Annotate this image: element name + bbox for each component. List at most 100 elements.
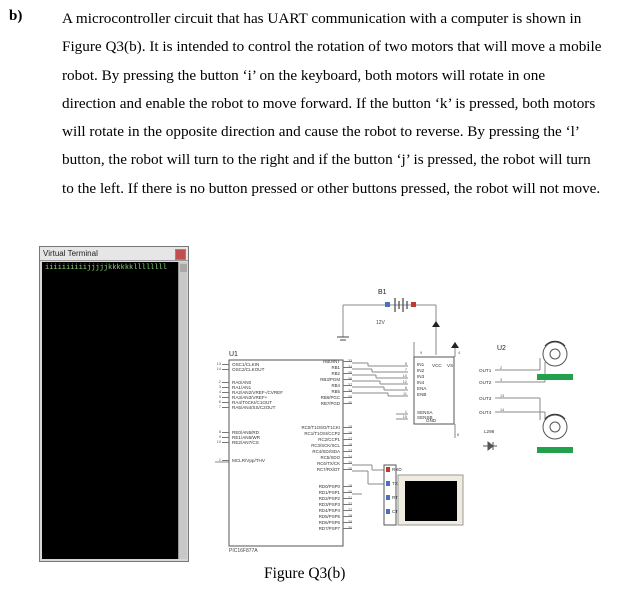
u1-pin-label: RB4: [331, 383, 340, 388]
u1-pin-label: RD3/PSP3: [319, 502, 341, 507]
driver-pin-label: SENSB: [417, 415, 433, 420]
uart-rts-label: RTS: [392, 495, 401, 500]
diode-icon: [483, 440, 497, 452]
driver-output-label: OUT1: [479, 368, 492, 373]
driver-output-number: 14: [500, 408, 504, 412]
u1-pin-label: RD5/PSP5: [319, 514, 341, 519]
u1-pin-number: 13: [217, 362, 221, 366]
u1-pin-label: RB2: [331, 371, 340, 376]
terminal-scrollbar[interactable]: [178, 262, 187, 559]
u1-pin-label: RA3/AN3/VREF+: [232, 395, 268, 400]
u1-pin-label: RD4/PSP4: [319, 508, 341, 513]
u1-pin-label: RC2/CCP1: [318, 437, 340, 442]
u1-pin-number: 2: [219, 380, 221, 384]
u1-pin-label: RC7/RX/DT: [317, 467, 340, 472]
u1-pin-label: RD1/PSP1: [319, 490, 341, 495]
u1-pin-label: RA5/AN4/SS/C2OUT: [232, 405, 276, 410]
u1-pin-number: 14: [217, 367, 221, 371]
question-line: direction and enable the robot to move f…: [62, 94, 596, 112]
question-line: button, the robot will turn to the right…: [62, 151, 591, 169]
uart-rxd-label: RXD: [392, 467, 402, 472]
motor-icon: [537, 340, 573, 380]
driver-output-label: OUT2: [479, 380, 492, 385]
power-arrow-icon: [451, 342, 459, 348]
driver-pin-number: 5: [405, 362, 407, 366]
u1-pin-label: RE0/AN5/RD: [232, 430, 260, 435]
uart-txd-label: TXD: [392, 481, 402, 486]
u1-pin-label: RD7/PSP7: [319, 526, 341, 531]
driver-vs-label: VS: [447, 363, 453, 368]
u1-pin-label: OSC2/CLKOUT: [232, 367, 265, 372]
driver-vcc-label: VCC: [432, 363, 442, 368]
u1-pin-label: RB5: [331, 389, 340, 394]
ground-icon: [337, 336, 349, 341]
virtual-terminal-window[interactable]: Virtual Terminal iiiiiiiiiijjjjjkkkkkkll…: [39, 246, 189, 562]
u1-pin-label: RC6/TX/CK: [317, 461, 340, 466]
figure-caption: Figure Q3(b): [264, 565, 346, 582]
driver-pin-label: ENB: [417, 392, 426, 397]
u1-pin-label: RD6/PSP6: [319, 520, 341, 525]
u1-pin-label: RC4/SDI/SDA: [312, 449, 340, 454]
driver-pin-label: IN2: [417, 368, 425, 373]
u1-pin-number: 8: [219, 430, 221, 434]
power-arrow-icon: [432, 321, 440, 327]
driver-pin-number: 12: [403, 380, 407, 384]
driver-output-number: 13: [500, 394, 504, 398]
u1-pin-label: OSC1/CLKIN: [232, 362, 259, 367]
u1-pin-label: RC1/T1OSI/CCP2: [304, 431, 340, 436]
question-text: A microcontroller circuit that has UART …: [62, 5, 618, 203]
u1-pin-label: RD2/PSP2: [319, 496, 341, 501]
u1-pin-number: 3: [219, 385, 221, 389]
question-label: b): [9, 8, 23, 24]
u1-pin-label: RE2/AN7/CS: [232, 440, 259, 445]
u1-pin-number: 4: [219, 390, 221, 394]
u2-label: U2: [497, 345, 506, 352]
driver-name: L298: [484, 429, 495, 434]
driver-pin-label: SENSA: [417, 410, 434, 415]
driver-output-number: 3: [500, 378, 502, 382]
u1-pin-label: RB7/PGD: [321, 401, 340, 406]
b1-label: B1: [378, 289, 387, 296]
driver-pin-label: IN3: [417, 374, 425, 379]
driver-pin-number: 10: [403, 374, 407, 378]
scrollbar-thumb[interactable]: [180, 264, 187, 272]
driver-pin-number: 6: [405, 386, 407, 390]
driver-vs-num: 4: [458, 350, 461, 355]
question-line: A microcontroller circuit that has UART …: [62, 10, 582, 27]
u1-pin-label: RB6/PGC: [321, 395, 340, 400]
uart-cts-label: CTS: [392, 509, 401, 514]
battery-icon: [394, 298, 408, 312]
u1-pin-number: 5: [219, 395, 221, 399]
u1-pin-label: RC3/SCK/SCL: [311, 443, 340, 448]
terminal-screen[interactable]: iiiiiiiiiijjjjjkkkkkkllllllll: [42, 262, 178, 559]
driver-pin-label: IN1: [417, 362, 425, 367]
b1-voltage: 12V: [376, 320, 386, 326]
u1-pin-number: 7: [219, 405, 221, 409]
u1-chip-body: [228, 359, 344, 547]
close-icon[interactable]: [175, 249, 186, 260]
driver-pin-number: 15: [403, 415, 407, 419]
driver-pin-number: 1: [405, 410, 407, 414]
u1-pin-label: RA1/AN1: [232, 385, 252, 390]
terminal-dot-icon: [411, 302, 416, 307]
u1-pin-label: RC0/T1OSO/T1CKI: [301, 425, 340, 430]
u1-pin-label: RE1/AN6/WR: [232, 435, 261, 440]
driver-pin-number: 11: [403, 392, 407, 396]
u1-pin-label: RB3/PGM: [320, 377, 340, 382]
u1-pin-label: RD0/PSP0: [319, 484, 341, 489]
driver-gnd-num: 8: [457, 432, 460, 437]
u1-pin-label: RB0/INT: [323, 359, 340, 364]
u1-part-name: PIC16F877A: [229, 548, 258, 554]
u1-pin-number: 1: [219, 458, 221, 462]
driver-pin-label: ENA: [417, 386, 427, 391]
u1-pin-number: 9: [219, 435, 221, 439]
terminal-dot-icon: [385, 302, 390, 307]
u1-pin-label: MCLR/Vpp/THV: [232, 458, 266, 463]
driver-output-label: OUT4: [479, 410, 492, 415]
driver-output-label: OUT3: [479, 396, 492, 401]
u1-pin-number: 10: [217, 440, 221, 444]
question-line: will rotate in the opposite direction an…: [62, 123, 580, 141]
u1-label: U1: [229, 351, 238, 358]
driver-gnd-label: GND: [426, 418, 437, 423]
